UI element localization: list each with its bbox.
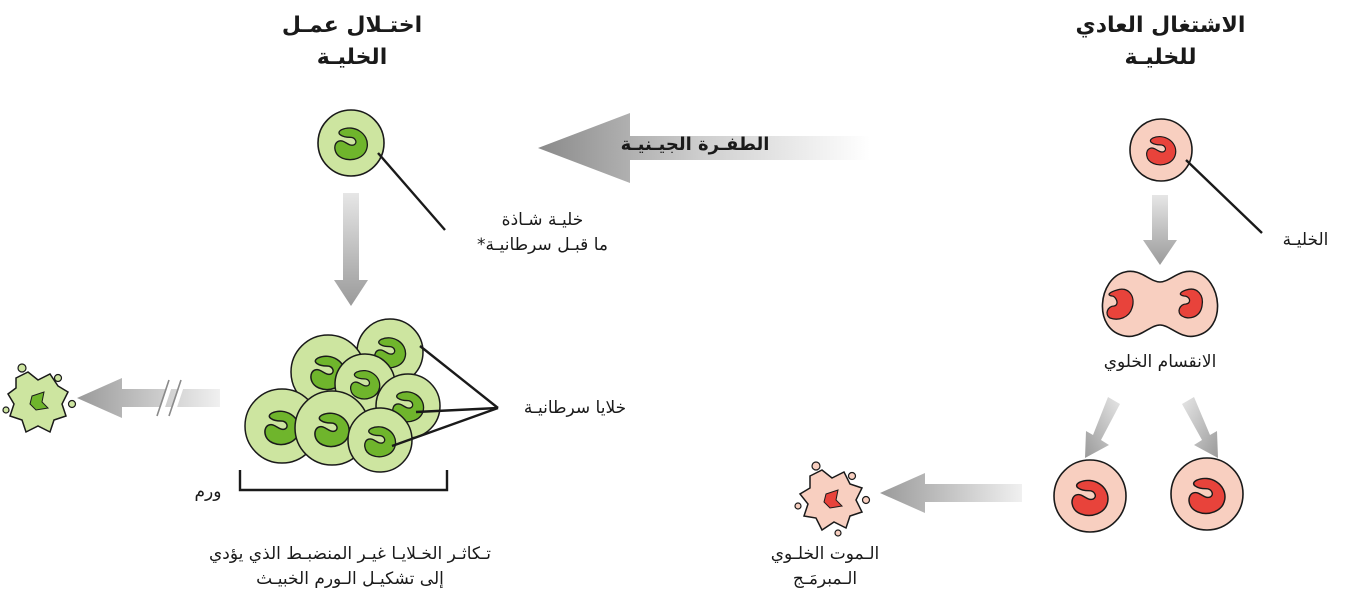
dysfunction-title: اختـلال عمـل الخليـة [262,10,442,74]
normal-cell-label: الخليـة [1282,230,1329,250]
caption-line2: إلى تشكيـل الـورم الخبيـث [256,569,444,589]
tumor-cluster [244,318,441,473]
apoptosis-line2: الـمبرمَـج [792,569,858,589]
apoptosis-line1: الـموت الخلـوي [770,544,880,564]
blocked-apoptosis-arrow [77,378,220,418]
arrow-to-daughter-right [1182,397,1218,458]
precancer-line2: ما قبـل سرطانيـة* [477,235,608,255]
blocked-marker [158,379,186,417]
green-apoptotic-cell [2,363,77,434]
mutation-label: الطفـرة الجيـنيـة [620,134,770,155]
daughter-cell-right [1170,457,1244,531]
caption-line1: تـكاثـر الخـلايـا غيـر المنضبـط الذي يؤد… [208,544,492,564]
tumor-caption: تـكاثـر الخـلايـا غيـر المنضبـط الذي يؤد… [150,542,550,592]
normal-cell [1129,118,1263,234]
cell-division-label: الانقسام الخلوي [1103,352,1217,372]
precancerous-cell-label: خليـة شـاذة ما قبـل سرطانيـة* [440,208,645,258]
precancerous-cell [317,109,446,231]
tumor-label: ورم [194,482,222,502]
apoptotic-cell [794,461,871,537]
daughter-cell-left [1053,459,1127,533]
cancer-cell [347,407,413,473]
dysfunction-title-line2: الخليـة [316,45,388,70]
dysfunction-title-line1: اختـلال عمـل [281,13,423,38]
cancer-cells-pointer [391,345,499,448]
blocked-marker-lines [156,379,182,417]
arrow-to-tumor [334,193,368,306]
arrow-to-apoptosis [880,473,1022,513]
precancer-line1: خليـة شـاذة [501,210,584,230]
normal-function-title: الاشتغال العادي للخليـة [1058,10,1263,74]
normal-title-line1: الاشتغال العادي [1075,13,1246,38]
tumor-bracket [238,470,449,492]
dividing-cell [1101,270,1219,338]
arrow-to-division [1143,195,1177,265]
normal-title-line2: للخليـة [1124,45,1197,70]
mutation-arrow [538,113,870,183]
cancer-cells-label: خلايا سرطانيـة [523,398,627,418]
apoptosis-label: الـموت الخلـوي الـمبرمَـج [745,542,905,592]
arrow-to-daughter-left [1085,397,1120,458]
